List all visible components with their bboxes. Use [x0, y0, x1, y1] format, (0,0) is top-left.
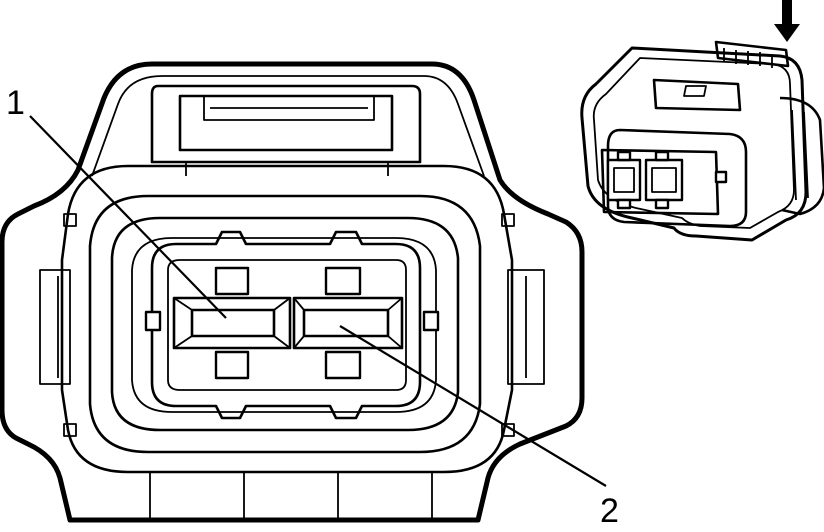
connector-perspective-view — [580, 0, 824, 242]
top-latch — [150, 84, 422, 176]
face-panel — [60, 164, 514, 474]
connector-face-view — [0, 61, 585, 523]
callout-2: 2 — [339, 325, 619, 530]
terminal-cavity-2 — [292, 296, 404, 350]
housing-inner-outline — [91, 75, 485, 177]
leader-line-2 — [339, 325, 607, 487]
left-rib — [39, 269, 71, 385]
seal-inner — [110, 216, 460, 432]
outer-housing — [0, 61, 585, 523]
callout-1: 1 — [6, 84, 227, 319]
right-rib — [507, 269, 545, 385]
callout-label-2: 2 — [600, 492, 619, 530]
seal-groove — [131, 237, 437, 413]
terminal-cavity-1 — [172, 296, 292, 350]
terminal-insert — [150, 230, 422, 420]
seal-outer — [88, 194, 482, 454]
callout-label-1: 1 — [6, 84, 25, 122]
leader-line-1 — [29, 115, 227, 319]
arrow-down-icon — [774, 0, 800, 42]
